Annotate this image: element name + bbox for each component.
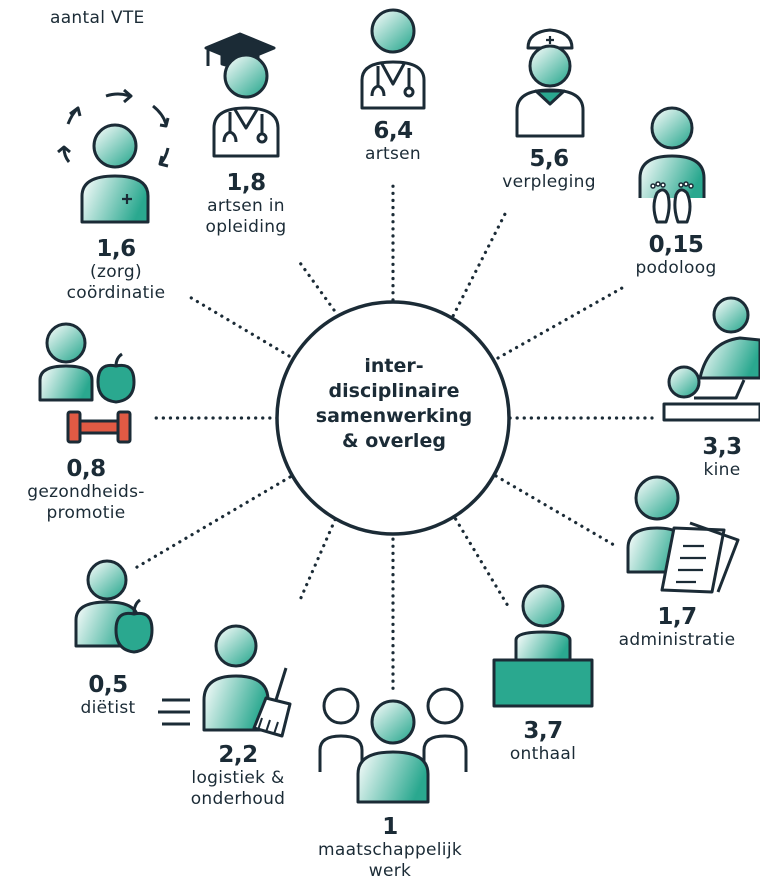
role-name: podoloog bbox=[635, 258, 717, 278]
role-label-administratie: 1,7 administratie bbox=[619, 604, 736, 651]
center-label: inter- disciplinaire samenwerking & over… bbox=[294, 354, 494, 454]
role-name: werk bbox=[368, 861, 412, 881]
role-value: 3,3 bbox=[702, 434, 742, 460]
connector-podoloog bbox=[496, 286, 624, 360]
administration-icon bbox=[626, 475, 740, 594]
role-name: onthaal bbox=[509, 744, 577, 764]
role-label-podoloog: 0,15 podoloog bbox=[635, 232, 716, 279]
role-label-kine: 3,3 kine bbox=[702, 434, 742, 481]
role-value: 3,7 bbox=[523, 718, 563, 744]
role-name: administratie bbox=[618, 630, 736, 650]
podiatrist-icon bbox=[638, 106, 706, 224]
role-name: artsen in bbox=[207, 196, 285, 216]
role-label-artsen: 6,4 artsen bbox=[365, 118, 421, 165]
role-value: 1,7 bbox=[657, 604, 697, 630]
role-name: diëtist bbox=[80, 698, 136, 718]
center-line: inter- bbox=[364, 355, 424, 377]
reception-desk-icon bbox=[492, 584, 594, 708]
health-promotion-dumbbell-icon bbox=[38, 322, 136, 444]
role-value: 1,8 bbox=[226, 170, 266, 196]
connector-onthaal bbox=[450, 511, 510, 608]
connector-zorgcoordinatie bbox=[186, 294, 291, 358]
doctor-icon bbox=[360, 8, 426, 110]
center-line: samenwerking bbox=[315, 405, 473, 427]
role-value: 5,6 bbox=[529, 146, 569, 172]
connector-administratie bbox=[494, 474, 616, 547]
role-name: (zorg) bbox=[90, 262, 142, 282]
role-name: onderhoud bbox=[190, 789, 286, 809]
connector-artsen-in-opleiding bbox=[296, 258, 336, 312]
graduate-doctor-icon bbox=[204, 32, 280, 158]
role-name: coördinatie bbox=[66, 283, 166, 303]
role-name: gezondheids- bbox=[27, 482, 145, 502]
cleaning-broom-icon bbox=[158, 624, 292, 738]
role-label-gezondheidspromotie: 0,8 gezondheids- promotie bbox=[27, 456, 144, 524]
role-value: 1 bbox=[382, 814, 398, 840]
unit-label: aantal VTE bbox=[50, 8, 145, 28]
social-work-group-icon bbox=[318, 687, 468, 804]
connector-dietist bbox=[130, 475, 292, 572]
care-coordination-cycle-icon bbox=[57, 88, 170, 224]
connector-logistiek bbox=[298, 511, 340, 602]
center-line: & overleg bbox=[342, 430, 446, 452]
role-name: opleiding bbox=[205, 217, 287, 237]
role-label-zorgcoordinatie: 1,6 (zorg) coördinatie bbox=[67, 236, 166, 304]
center-hub bbox=[275, 300, 511, 536]
connectors bbox=[130, 178, 654, 692]
physiotherapy-icon bbox=[662, 296, 760, 422]
role-label-dietist: 0,5 diëtist bbox=[81, 672, 136, 719]
nurse-icon bbox=[515, 28, 585, 138]
role-name: verpleging bbox=[502, 172, 596, 192]
dietitian-apple-icon bbox=[74, 559, 154, 654]
role-value: 6,4 bbox=[373, 118, 413, 144]
role-value: 0,5 bbox=[88, 672, 128, 698]
role-label-maatschappelijk-werk: 1 maatschappelijk werk bbox=[318, 814, 462, 882]
role-value: 1,6 bbox=[96, 236, 136, 262]
role-label-verpleging: 5,6 verpleging bbox=[502, 146, 596, 193]
center-line: disciplinaire bbox=[328, 380, 460, 402]
role-label-onthaal: 3,7 onthaal bbox=[510, 718, 576, 765]
role-label-logistiek: 2,2 logistiek & onderhoud bbox=[191, 742, 286, 810]
role-name: promotie bbox=[46, 503, 126, 523]
role-value: 2,2 bbox=[218, 742, 258, 768]
role-name: maatschappelijk bbox=[317, 840, 463, 860]
role-name: logistiek & bbox=[191, 768, 285, 788]
role-value: 0,8 bbox=[66, 456, 106, 482]
connector-verpleging bbox=[448, 210, 508, 324]
role-label-artsen-in-opleiding: 1,8 artsen in opleiding bbox=[206, 170, 287, 238]
role-name: artsen bbox=[365, 144, 421, 164]
role-name: kine bbox=[703, 460, 741, 480]
role-value: 0,15 bbox=[648, 232, 704, 258]
